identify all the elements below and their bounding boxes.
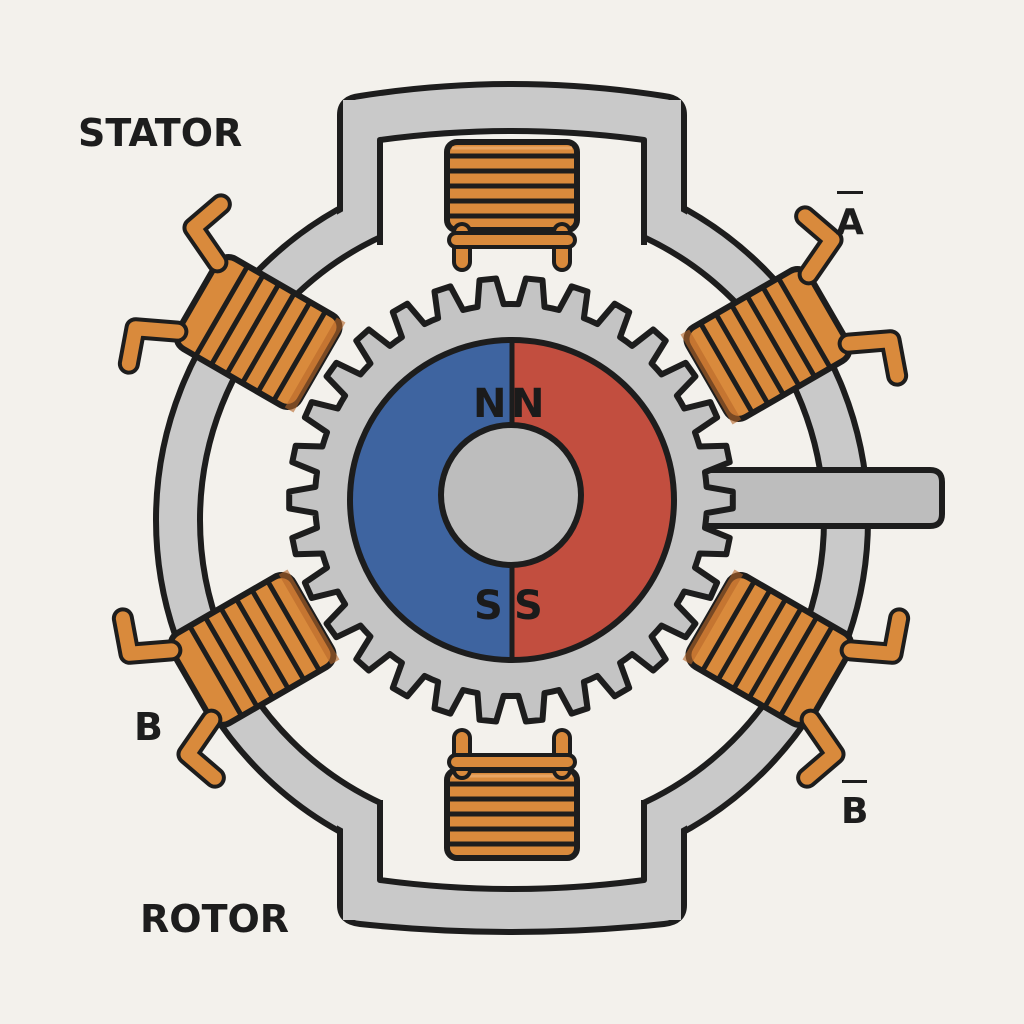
rotor-hub (438, 422, 584, 568)
stator-label: STATOR (78, 111, 243, 155)
north-pole-label-right: N (511, 381, 545, 427)
phase-b-label: B (134, 705, 163, 749)
south-pole-label-left: S (474, 583, 503, 629)
south-pole-label-right: S (514, 583, 543, 629)
overbar (842, 780, 868, 783)
rotor-label: ROTOR (140, 897, 290, 941)
phase-b-bar-text: B (841, 791, 869, 832)
phase-b-bar-label: B (841, 780, 869, 832)
coil-top (447, 142, 577, 272)
rotor (286, 275, 736, 725)
output-shaft (697, 467, 945, 529)
rotor-magnet (347, 337, 677, 663)
phase-a-bar-text: A (836, 202, 864, 243)
overbar (837, 191, 863, 194)
north-pole-label-left: N (473, 381, 507, 427)
phase-a-bar-label: A (836, 191, 864, 243)
coil-bottom (447, 728, 577, 858)
